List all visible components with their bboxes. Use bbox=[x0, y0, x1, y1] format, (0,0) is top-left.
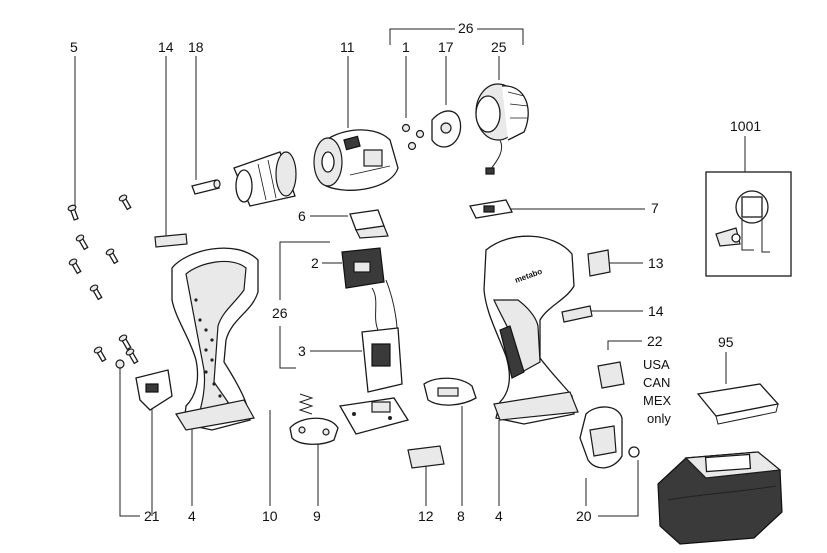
callout-4-left: 4 bbox=[188, 508, 196, 524]
schematic-1001 bbox=[705, 171, 792, 277]
battery-contact-8 bbox=[423, 377, 477, 406]
switch-electronics-2-3 bbox=[338, 247, 410, 435]
callout-12: 12 bbox=[418, 508, 434, 524]
callout-8: 8 bbox=[457, 508, 465, 524]
switch-button-6 bbox=[349, 209, 389, 239]
callout-1: 1 bbox=[402, 39, 410, 55]
callout-9: 9 bbox=[313, 508, 321, 524]
callout-10: 10 bbox=[262, 508, 278, 524]
callout-26-side: 26 bbox=[272, 305, 288, 321]
gearbox-11 bbox=[313, 129, 399, 191]
callout-17: 17 bbox=[438, 39, 454, 55]
motor-25 bbox=[475, 83, 529, 175]
callout-25: 25 bbox=[491, 39, 507, 55]
plate-17 bbox=[431, 110, 462, 148]
label-strip-14-right bbox=[561, 305, 593, 323]
screws-5 bbox=[67, 194, 139, 369]
spring-10 bbox=[298, 393, 314, 415]
callout-4-right: 4 bbox=[495, 508, 503, 524]
housing-left-4 bbox=[171, 247, 259, 431]
region-note-only: only bbox=[647, 411, 671, 426]
belt-clip-21 bbox=[135, 369, 173, 411]
region-note-can: CAN bbox=[643, 375, 670, 390]
bit-18 bbox=[191, 179, 221, 195]
label-22 bbox=[597, 361, 625, 389]
callout-11: 11 bbox=[340, 39, 355, 55]
belt-clip-20 bbox=[579, 406, 640, 469]
direction-switch-7 bbox=[469, 199, 513, 219]
label-strip-14-left bbox=[154, 233, 188, 248]
housing-right-4: metabo bbox=[483, 235, 579, 425]
callout-18: 18 bbox=[188, 39, 204, 55]
bracket-9 bbox=[289, 417, 339, 445]
callout-labels: 5 14 18 11 26 1 17 25 1001 6 7 26 bbox=[70, 20, 761, 524]
callout-26-top: 26 bbox=[458, 20, 474, 36]
callout-3: 3 bbox=[298, 343, 306, 359]
callout-95: 95 bbox=[718, 334, 734, 350]
label-13 bbox=[587, 249, 611, 277]
callout-2: 2 bbox=[311, 255, 319, 271]
label-12 bbox=[407, 445, 445, 469]
chuck bbox=[233, 151, 297, 207]
battery-pack bbox=[657, 451, 783, 545]
callout-7: 7 bbox=[651, 200, 659, 216]
screws-1 bbox=[401, 123, 425, 151]
callout-6: 6 bbox=[298, 208, 306, 224]
callout-22: 22 bbox=[647, 333, 663, 349]
callout-13: 13 bbox=[648, 255, 664, 271]
hook-95 bbox=[696, 380, 780, 425]
callout-20: 20 bbox=[576, 508, 592, 524]
callout-14-right: 14 bbox=[648, 303, 664, 319]
callout-1001: 1001 bbox=[730, 118, 761, 134]
region-note-usa: USA bbox=[643, 357, 670, 372]
callout-5: 5 bbox=[70, 39, 78, 55]
region-note-mex: MEX bbox=[643, 393, 672, 408]
callout-14-left: 14 bbox=[158, 39, 174, 55]
